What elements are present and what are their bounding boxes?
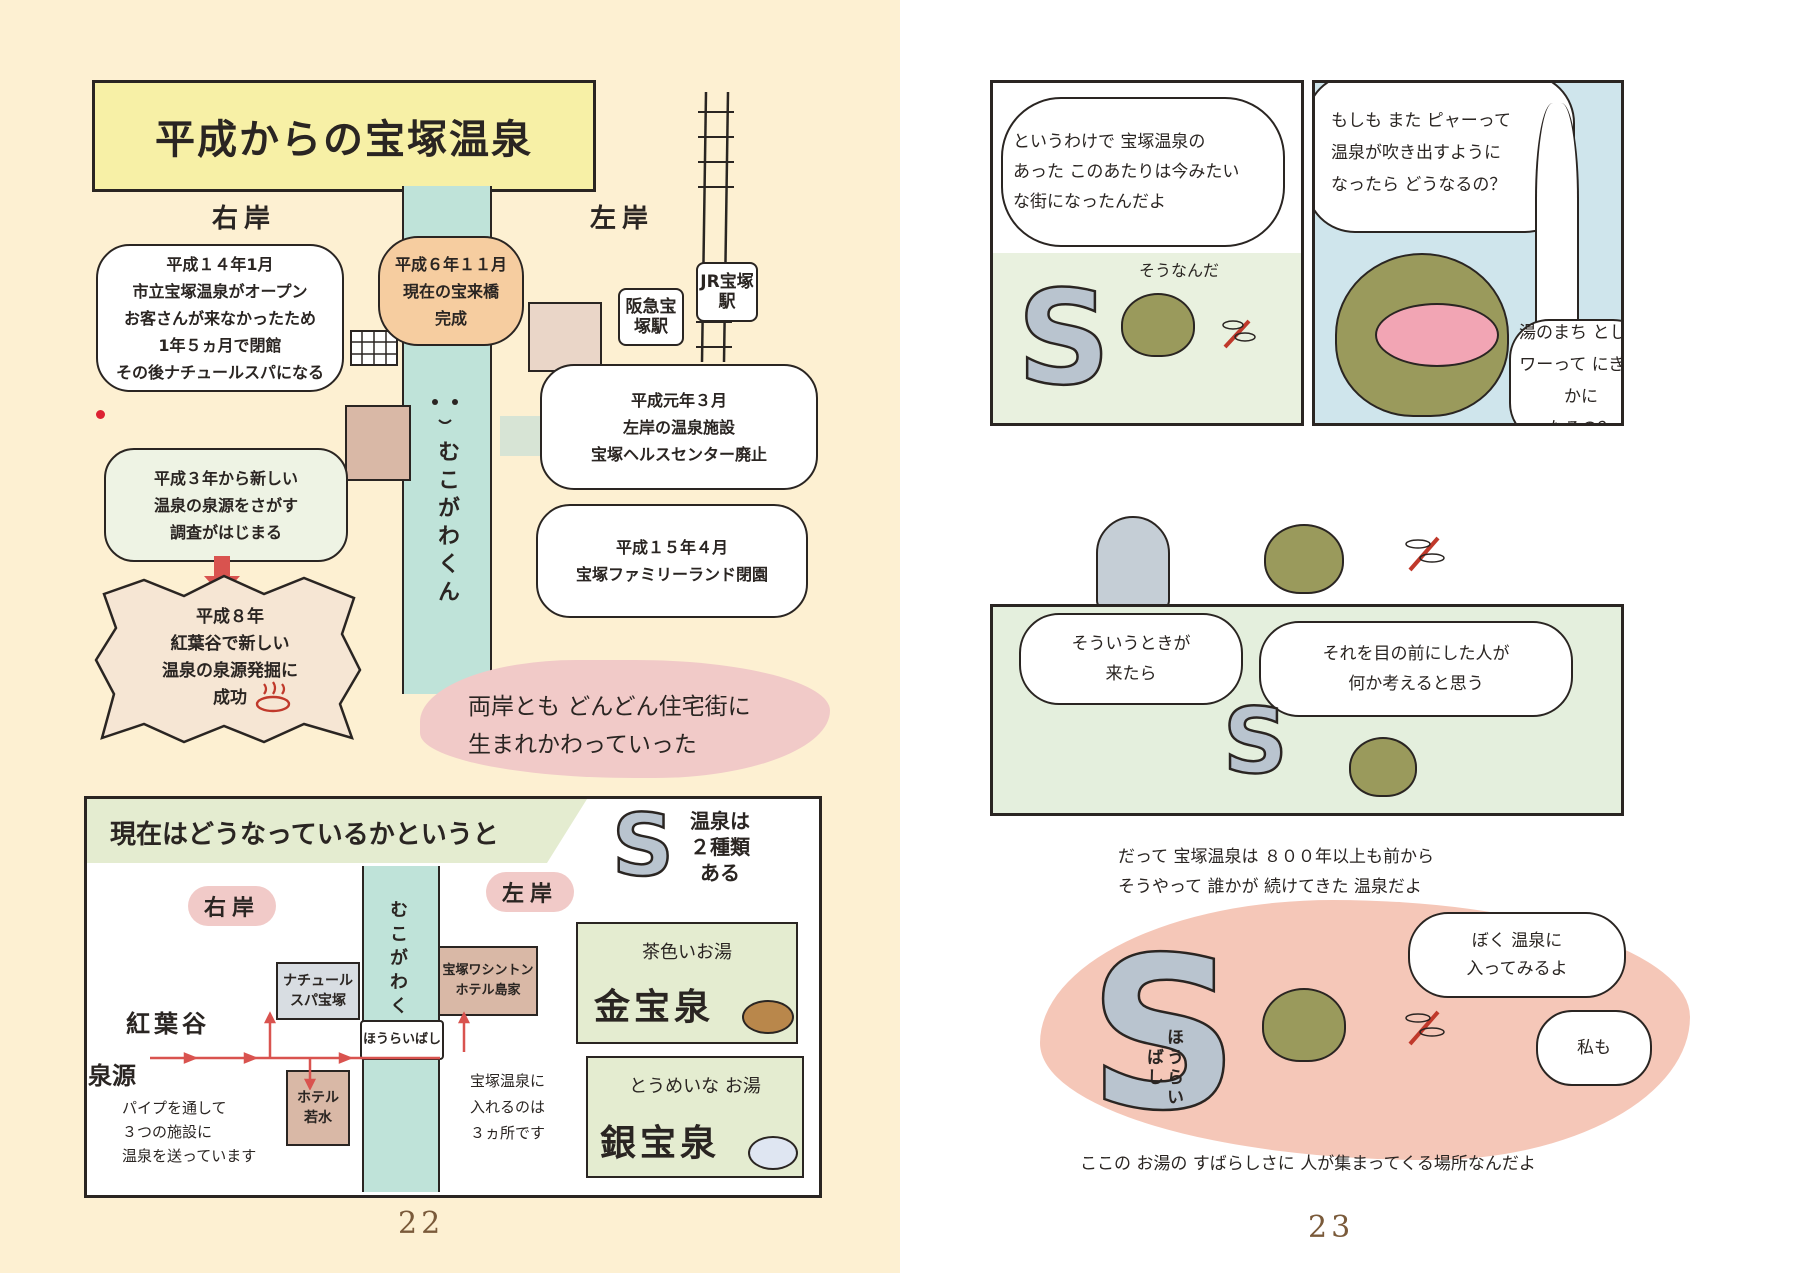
pipe-text: パイプを通して ３つの施設に 温泉を送っています (122, 1099, 257, 1165)
naturel-spa-box: ナチュール スパ宝塚 (276, 962, 360, 1020)
dragonfly-icon (1222, 319, 1256, 349)
panel1-speech: というわけで 宝塚温泉の あった このあたりは今みたい な街になったんだよ (1001, 97, 1285, 247)
hourai-bashi-character-large: S (1087, 912, 1241, 1157)
hourai-bashi-character: S (1222, 688, 1289, 796)
comic-panel-3: そういうときが 来たら それを目の前にした人が 何か考えると思う S (990, 604, 1624, 816)
kinpousen-box: 茶色いお湯 金宝泉 (576, 922, 798, 1044)
bubble-watashi: 私も (1536, 1010, 1652, 1086)
page-number-22: 22 (398, 1206, 445, 1241)
bubble-heisei15: 平成１５年４月 宝塚ファミリーランド閉園 (536, 504, 808, 618)
jr-station-sign: JR宝塚駅 (696, 262, 758, 322)
right-bank-label: 右岸 (212, 204, 277, 234)
panel2-speech-bottom: 湯のまち として ワーって にぎやかに なるの？ (1509, 319, 1621, 423)
bubble-boku: ぼく 温泉に 入ってみるよ (1408, 912, 1626, 998)
clear-water-icon (748, 1136, 798, 1170)
left-page: 平成からの宝塚温泉 むこがわくん 右岸 左岸 JR宝塚駅 阪急宝塚駅 平成１４年… (0, 0, 900, 1273)
caption-gathering: ここの お湯の すばらしさに 人が集まってくる場所なんだよ (1080, 1154, 1536, 1174)
panel3-speech-left: そういうときが 来たら (1019, 613, 1243, 705)
left-bank-label-2: 左岸 (486, 872, 575, 912)
bubble-heisei8: 平成８年 紅葉谷で新しい 温泉の泉源発掘に 成功 (162, 607, 298, 708)
right-page: というわけで 宝塚温泉の あった このあたりは今みたい な街になったんだよ そう… (900, 0, 1800, 1273)
left-bank-label: 左岸 (590, 204, 655, 234)
map-grid-icon (350, 330, 398, 366)
panel1-frog-speech: そうなんだ (1139, 261, 1220, 280)
spiky-bubble-shape (94, 574, 362, 744)
hourai-bashi-character: S (1016, 262, 1112, 415)
right-bank-label-2: 右岸 (188, 886, 277, 926)
onsen-icon (255, 681, 291, 713)
bridge-label-vertical: ほうらいばし (1143, 1028, 1183, 1108)
dragonfly-icon (1405, 1010, 1445, 1046)
comic-panel-1: というわけで 宝塚温泉の あった このあたりは今みたい な街になったんだよ そう… (990, 80, 1304, 426)
bubble-heisei14: 平成１４年1月 市立宝塚温泉がオープン お客さんが来なかったため 1年５ヵ月で閉… (96, 244, 344, 392)
hankyu-station-sign: 阪急宝塚駅 (618, 288, 684, 346)
frog-character (1349, 737, 1417, 797)
hotel-wakamizu-box: ホテル 若水 (286, 1070, 350, 1146)
frog-mouth (1375, 303, 1499, 367)
river-face-icon (432, 399, 458, 424)
page-title: 平成からの宝塚温泉 (92, 80, 596, 192)
hourai-bashi-character: S (611, 795, 675, 898)
frog-character-cheering (1262, 988, 1346, 1062)
momijidani-label: 紅葉谷 (126, 1010, 210, 1038)
current-title: 現在はどうなっているかというと (110, 820, 499, 850)
brown-water-icon (742, 1000, 794, 1034)
current-title-banner (87, 799, 587, 863)
panel2-speech-top: もしも また ピャーって 温泉が吹き出すように なったら どうなるの？ (1315, 83, 1575, 233)
title-text: 平成からの宝塚温泉 (155, 117, 533, 163)
page-number-23: 23 (1308, 1210, 1355, 1245)
frog-head (1264, 524, 1344, 594)
ginpousen-box: とうめいな お湯 銀宝泉 (586, 1056, 804, 1178)
river-name-label-2: むこがわくん (387, 900, 408, 1044)
bubble-heisei6: 平成６年１１月 現在の宝来橋 完成 (378, 236, 524, 346)
panel3-speech-right: それを目の前にした人が 何か考えると思う (1259, 621, 1573, 717)
map-building (345, 405, 411, 481)
pipe-lines (150, 1011, 470, 1090)
bridge-label: ほうらいばし (360, 1020, 444, 1060)
comic-panel-2: もしも また ピャーって 温泉が吹き出すように なったら どうなるの？ 湯のまち… (1312, 80, 1624, 426)
frog-character (1121, 293, 1195, 357)
both-banks-text: 両岸とも どんどん住宅街に 生まれかわっていった (468, 694, 751, 758)
two-kinds-text: 温泉は ２種類 ある (690, 809, 750, 885)
sengen-label: 泉源 (88, 1062, 136, 1090)
hot-spring-geyser (1535, 103, 1579, 343)
caption-800-years: だって 宝塚温泉は ８００年以上も前から そうやって 誰かが 続けてきた 温泉だ… (1118, 847, 1434, 897)
river-name-label: むこがわくん (434, 440, 459, 608)
hourai-bashi-head (1096, 516, 1170, 610)
bubble-heisei3: 平成３年から新しい 温泉の泉源をさがす 調査がはじまる (104, 448, 348, 562)
washington-hotel-box: 宝塚ワシントン ホテル島家 (438, 946, 538, 1016)
pink-blob (420, 660, 830, 778)
entry-text: 宝塚温泉に 入れるのは ３ヵ所です (470, 1072, 546, 1142)
map-building (528, 302, 602, 372)
bubble-heisei1: 平成元年３月 左岸の温泉施設 宝塚ヘルスセンター廃止 (540, 364, 818, 490)
dragonfly-icon (1405, 536, 1445, 572)
map-dot (96, 410, 105, 419)
map-building (500, 416, 540, 456)
